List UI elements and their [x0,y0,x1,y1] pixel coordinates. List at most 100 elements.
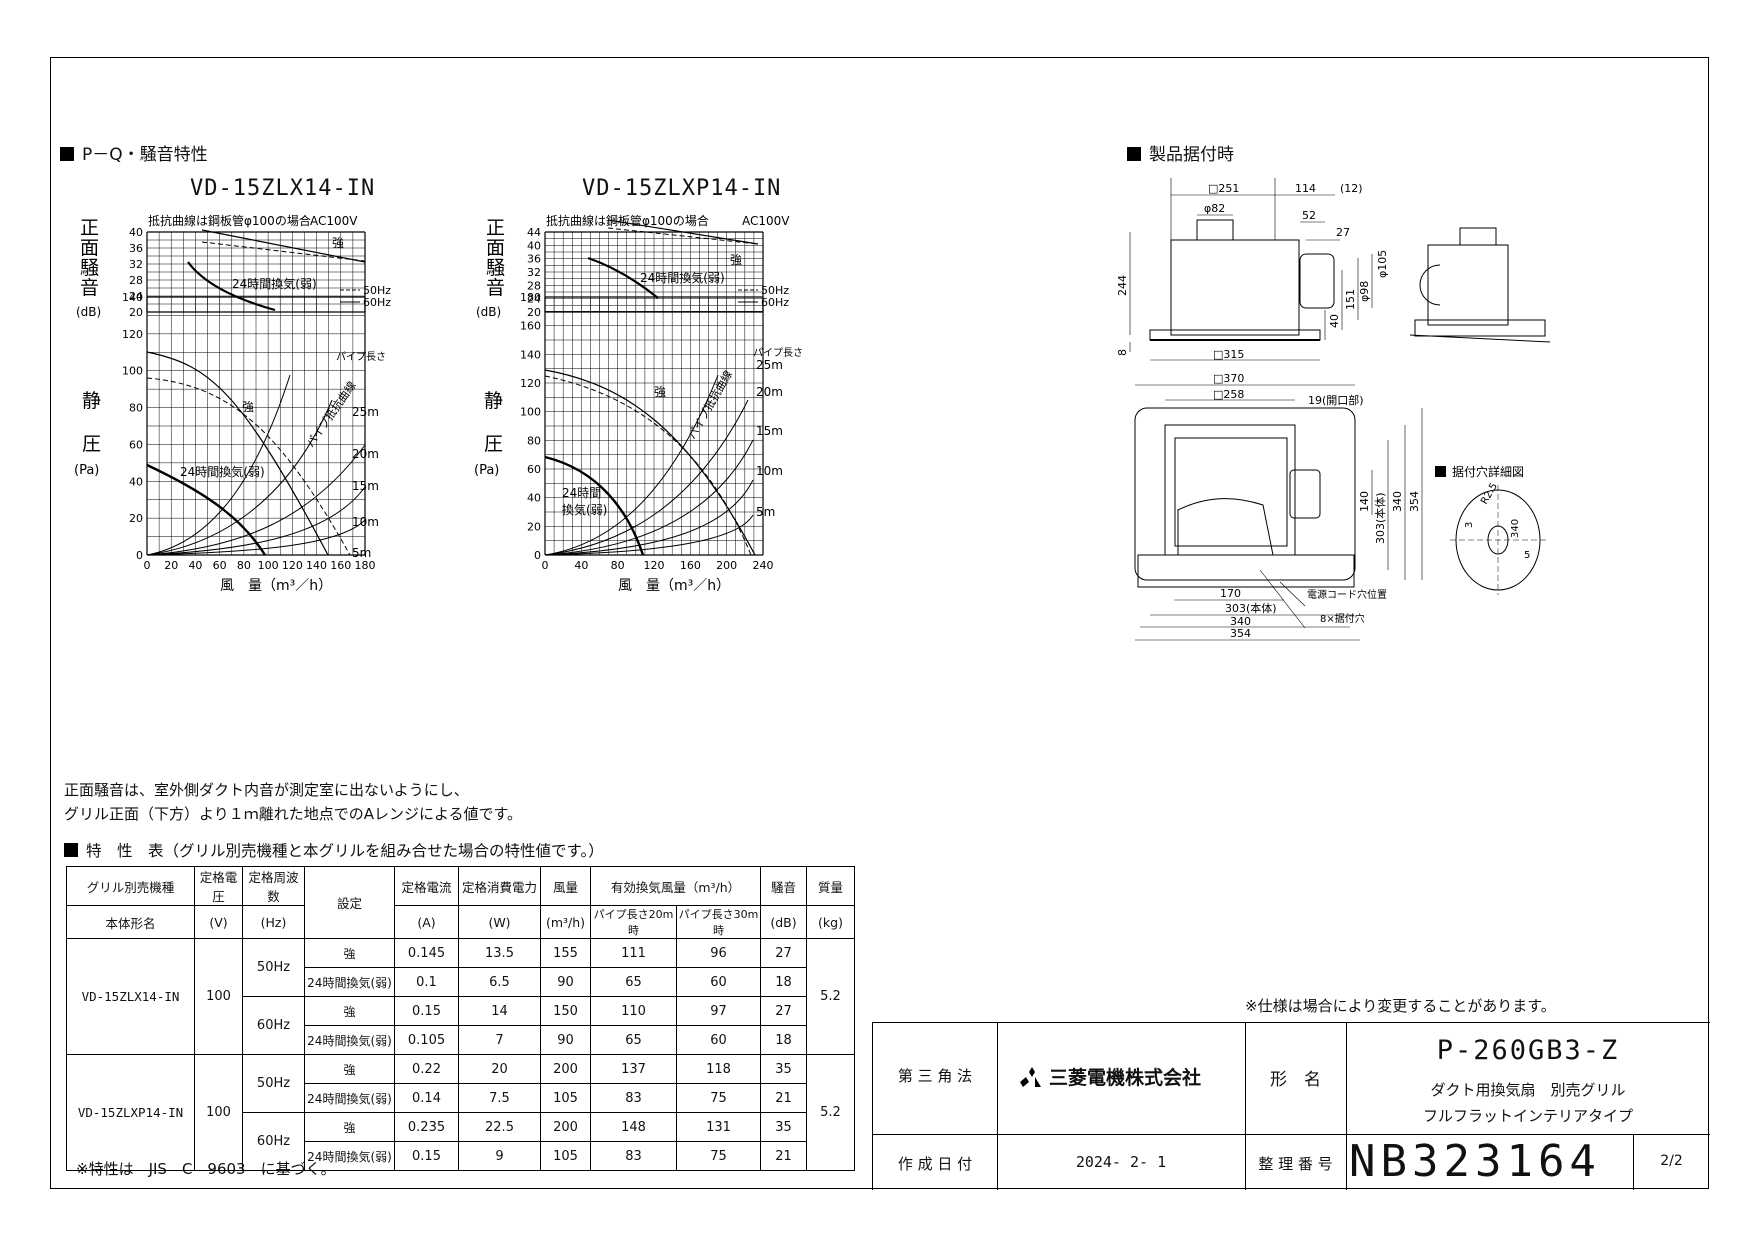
svg-text:8: 8 [1116,349,1129,356]
row-noise: 27 [760,938,807,968]
y-tick-label: 80 [129,402,143,415]
svg-text:19(開口部): 19(開口部) [1308,393,1364,407]
x-tick-label: 40 [574,559,588,572]
svg-text:(12): (12) [1340,182,1363,195]
y-tick-label: 32 [527,266,541,279]
svg-text:騒: 騒 [486,257,505,279]
svg-text:面: 面 [80,237,99,259]
svg-text:340: 340 [1391,491,1404,512]
y-tick-label: 40 [129,475,143,488]
chart2-pipe-15m: 15m [756,424,783,438]
chart2-pipe-5m: 5m [756,505,775,519]
y-tick-label: 120 [520,377,541,390]
row-flow: 90 [540,1025,591,1055]
hole-detail-title: 据付穴詳細図 [1452,464,1524,479]
svg-text:354: 354 [1408,491,1421,512]
y-tick-label: 20 [527,520,541,533]
th-mass-1: 質量 [806,866,855,906]
row-flow: 90 [540,967,591,997]
svg-text:静: 静 [484,390,503,412]
number-value: NB323164 [1349,1136,1601,1187]
row-flow: 105 [540,1141,591,1171]
row-power: 22.5 [458,1112,541,1142]
row-flow: 150 [540,996,591,1026]
bottom-view-outer [1134,407,1356,581]
y-tick-label: 80 [527,434,541,447]
chart2-pipe-len-label: パイプ長さ [753,347,803,359]
row-pipe20: 83 [590,1083,677,1113]
row-model: VD-15ZLXP14-IN [66,1054,195,1171]
title-block: 第 三 角 法 三菱電機株式会社 形 名 P-260GB3-Z ダクト用換気扇 … [872,1022,1710,1190]
y-tick-label: 0 [534,549,541,562]
noise-note-2: グリル正面（下方）より１ｍ離れた地点でのAレンジによる値です。 [64,805,523,823]
chart1-pipe-20m: 20m [352,447,379,461]
svg-text:354: 354 [1230,627,1251,640]
noise-note-1: 正面騒音は、室外側ダクト内音が測定室に出ないようにし、 [64,781,469,799]
th-freq-1: 定格周波数 [242,866,305,906]
svg-text:圧: 圧 [484,433,503,455]
y-tick-label: 44 [527,226,541,239]
row-power: 7.5 [458,1083,541,1113]
svg-text:正: 正 [80,217,99,239]
chart1-noise-strong-label: 強 [332,236,344,250]
row-pipe20: 65 [590,1025,677,1055]
svg-text:140: 140 [1358,491,1371,512]
row-power: 20 [458,1054,541,1084]
row-noise: 35 [760,1054,807,1084]
chart1-noise-strong-50 [201,241,366,262]
chart1-noise-weak-label: 24時間換気(弱) [232,276,317,291]
row-power: 13.5 [458,938,541,968]
chart1-pipe-15m: 15m [352,479,379,493]
row-mass: 5.2 [806,1054,855,1171]
row-current: 0.145 [394,938,459,968]
y-tick-label: 140 [122,291,143,304]
th-model-2: 本体形名 [66,905,195,939]
spec-change-note: ※仕様は場合により変更することがあります。 [1245,997,1556,1015]
y-tick-label: 40 [129,226,143,239]
svg-text:40: 40 [1328,314,1341,328]
y-tick-label: 120 [122,328,143,341]
chart2-xlabel: 風 量（m³／h） [618,578,730,594]
chart2-pipe-10m: 10m [756,464,783,478]
row-current: 0.1 [394,967,459,997]
row-pipe20: 137 [590,1054,677,1084]
chart2-legend-50: 50Hz [761,284,789,297]
chart1-condition: 抵抗曲線は鋼板管φ100の場合 [148,213,311,228]
svg-text:静: 静 [82,390,101,412]
svg-text:□251: □251 [1208,182,1239,195]
row-noise: 21 [760,1141,807,1171]
row-voltage: 100 [194,1054,243,1171]
svg-text:R2.5: R2.5 [1479,481,1500,506]
th-model-1: グリル別売機種 [66,866,195,906]
row-power: 7 [458,1025,541,1055]
svg-text:114: 114 [1295,182,1316,195]
svg-text:騒: 騒 [80,257,99,279]
row-flow: 200 [540,1112,591,1142]
y-tick-label: 20 [129,512,143,525]
y-tick-label: 20 [129,306,143,319]
row-pipe20: 83 [590,1141,677,1171]
chart2-pq-strong-50 [544,375,752,556]
x-tick-label: 80 [237,559,251,572]
row-pipe30: 97 [676,996,761,1026]
desc-1: ダクト用換気扇 別売グリル [1430,1081,1626,1099]
row-noise: 21 [760,1083,807,1113]
company-name: 三菱電機株式会社 [1019,1063,1201,1090]
date-value: 2024- 2- 1 [1075,1153,1167,1171]
row-current: 0.235 [394,1112,459,1142]
x-tick-label: 20 [164,559,178,572]
x-tick-label: 140 [306,559,327,572]
th-flow-2: (m³/h) [540,905,591,939]
row-pipe30: 75 [676,1141,761,1171]
chart1-pressure-ylabel: 静 圧 [82,390,101,455]
chart1-pq-strong-label: 強 [242,400,254,414]
x-tick-label: 240 [753,559,774,572]
x-tick-label: 0 [144,559,151,572]
th-freq-2: (Hz) [242,905,305,939]
row-freq: 50Hz [242,938,305,997]
model-value: P-260GB3-Z [1436,1035,1620,1066]
chart2-pq-strong-60 [544,369,756,556]
